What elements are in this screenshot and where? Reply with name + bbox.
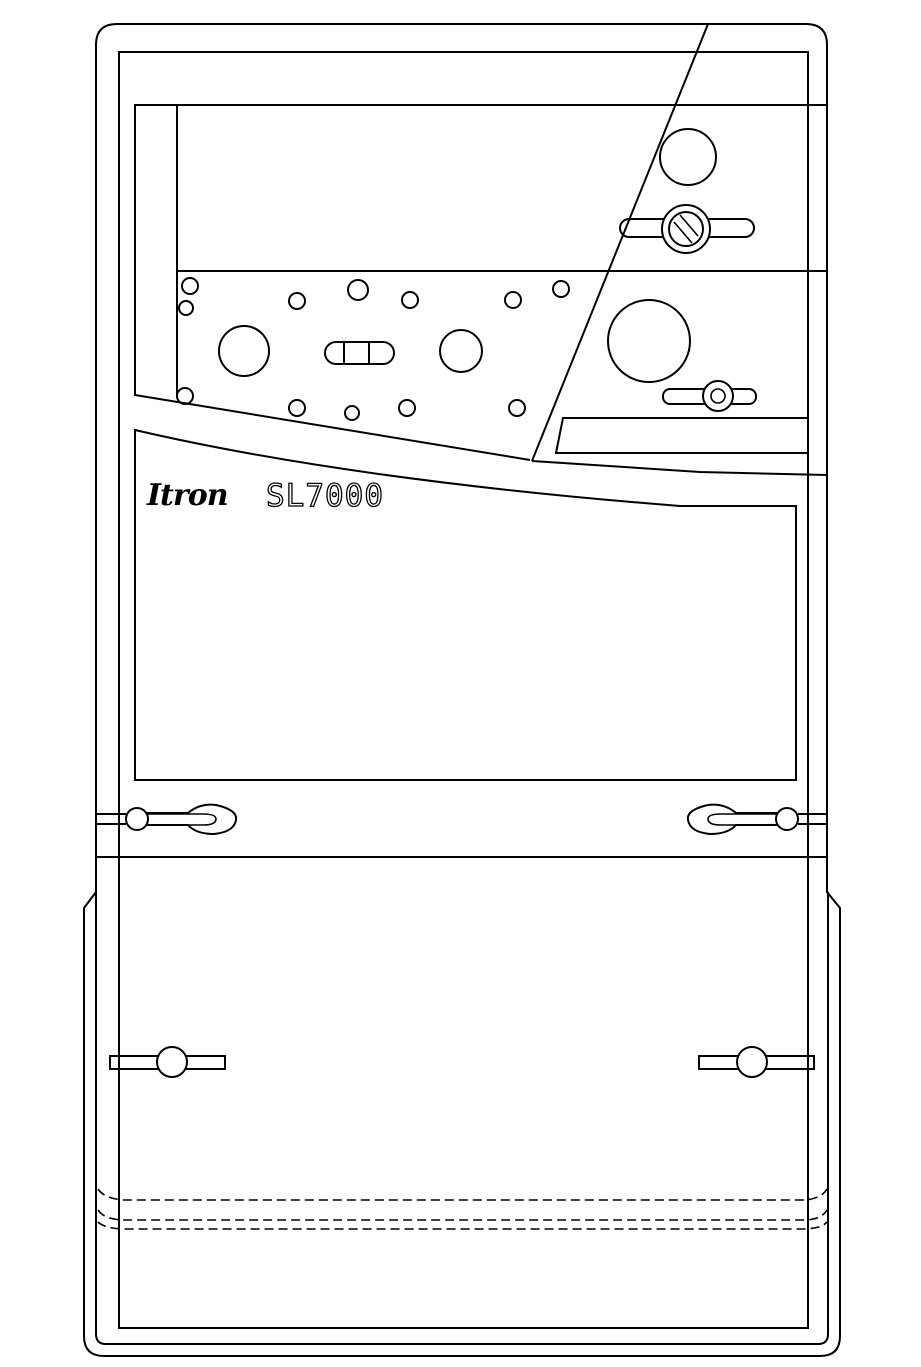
housing-outer-outline <box>83 23 841 1357</box>
fixing-hole <box>508 399 526 417</box>
screw-slot-line-b <box>679 214 699 237</box>
hidden-terminal-lines <box>97 1188 828 1230</box>
upper-panel-outline <box>134 104 827 461</box>
fixing-hole <box>288 292 306 310</box>
latch-pin-left <box>125 807 149 831</box>
upper-panel-diagonal-edge <box>531 23 709 462</box>
round-button-large <box>607 299 691 383</box>
seal-screw-assembly-top <box>619 128 755 254</box>
latch-slot-inner-right <box>707 813 776 826</box>
seal-ring-middle <box>702 380 734 412</box>
hidden-line <box>97 1221 828 1230</box>
latch-slot-inner-left <box>148 813 217 826</box>
terminal-cover-seal-left <box>109 1046 226 1078</box>
fixing-hole <box>552 280 570 298</box>
cover-latch-left <box>96 803 238 836</box>
seal-screw-lower-left <box>156 1046 188 1078</box>
optical-connector-slot <box>324 341 395 365</box>
seal-hole-middle <box>710 388 726 404</box>
fixing-hole <box>178 300 194 316</box>
hidden-line <box>97 1188 828 1201</box>
led-left <box>218 325 270 377</box>
optical-port-area <box>176 277 570 421</box>
indicator-slot <box>554 417 808 454</box>
fixing-hole <box>347 279 369 301</box>
fixing-hole <box>401 291 419 309</box>
latch-slot-left <box>137 803 238 836</box>
hidden-line <box>97 1209 828 1221</box>
cover-latch-right <box>686 803 827 836</box>
fixing-hole <box>344 405 360 421</box>
terminal-cover-seal-right <box>698 1046 815 1078</box>
model-label: SL7000 <box>266 478 384 514</box>
seal-screw-assembly-middle <box>607 299 757 412</box>
fixing-hole <box>504 291 522 309</box>
led-right <box>439 329 483 373</box>
upper-panel-lower-curve <box>531 460 828 476</box>
screw-slot-line-a <box>673 221 693 244</box>
nameplate-outline <box>134 428 797 781</box>
brand-logo: Itron <box>146 478 228 513</box>
fixing-hole <box>288 399 306 417</box>
upper-panel <box>134 23 828 476</box>
latch-slot-right <box>686 803 787 836</box>
seal-screw-lower-right <box>736 1046 768 1078</box>
round-button-top <box>659 128 717 186</box>
latch-pin-right <box>775 807 799 831</box>
meter-housing <box>83 23 841 1357</box>
fixing-hole <box>176 387 194 405</box>
fixing-hole <box>181 277 199 295</box>
terminal-cover-inner-outline <box>95 892 829 1345</box>
housing-inner-frame <box>118 51 809 1329</box>
seal-screw-head-top <box>668 211 704 247</box>
fixing-hole <box>398 399 416 417</box>
nameplate-panel: Itron SL7000 <box>134 428 797 781</box>
